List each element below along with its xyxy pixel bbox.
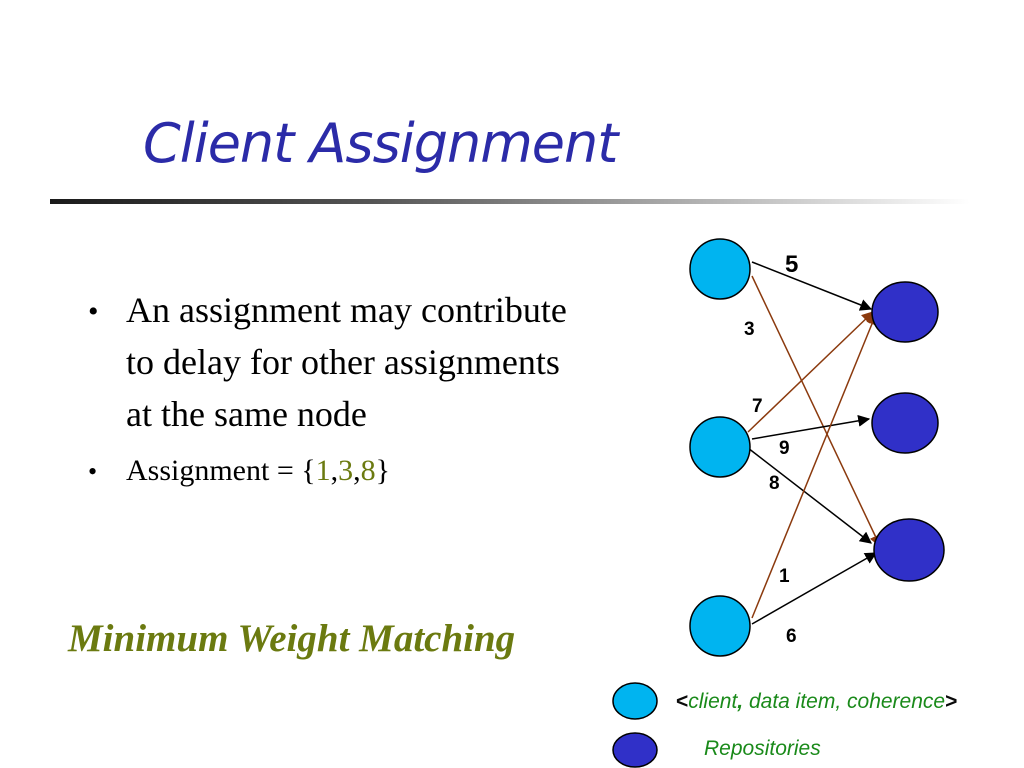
edge-label-9: 9 (779, 438, 790, 459)
repository-node-3 (873, 518, 945, 582)
edge-label-1: 1 (779, 566, 790, 587)
legend-comma: , (737, 690, 744, 713)
legend-repositories-label: Repositories (704, 737, 821, 760)
legend-client-word: client (688, 690, 738, 713)
bullet-item-delay: An assignment may contribute to delay fo… (88, 284, 586, 440)
legend-close-bracket: > (945, 690, 958, 713)
legend-client-label: <client, data item, coherence> (676, 690, 957, 714)
edge-label-6: 6 (786, 626, 797, 647)
client-node-2 (689, 416, 751, 478)
edge-label-8: 8 (769, 473, 780, 494)
page-title: Client Assignment (143, 112, 618, 175)
edge-c3-r3 (751, 552, 878, 625)
edge-c1-r1 (751, 261, 873, 311)
assignment-prefix: Assignment = { (126, 454, 316, 487)
legend-open-bracket: < (676, 690, 689, 713)
client-node-3 (689, 595, 751, 657)
edge-label-7: 7 (752, 396, 763, 417)
repository-node-1 (871, 281, 939, 343)
bullet-list: An assignment may contribute to delay fo… (88, 284, 608, 493)
legend-client-rest: data item, coherence (743, 690, 946, 713)
assignment-separator-2: , (353, 454, 361, 487)
subtitle-minimum-weight-matching: Minimum Weight Matching (68, 617, 516, 660)
edge-c3-r1 (751, 312, 878, 619)
assignment-suffix: } (375, 454, 391, 487)
edge-label-3: 3 (744, 319, 755, 340)
bullet-text-delay: An assignment may contribute to delay fo… (126, 290, 567, 434)
assignment-value-1: 1 (315, 454, 331, 487)
edge-c1-r3 (751, 275, 881, 548)
assignment-value-3: 8 (360, 454, 376, 487)
legend-client-swatch (612, 682, 658, 720)
title-divider (50, 199, 970, 204)
edge-label-5: 5 (785, 251, 798, 278)
bullet-item-assignment: Assignment = {1,3,8} (88, 450, 608, 493)
assignment-separator-1: , (330, 454, 339, 487)
edge-c2-r2 (751, 414, 871, 440)
assignment-value-2: 3 (338, 454, 354, 487)
client-node-1 (689, 238, 751, 300)
edge-c2-r1 (747, 311, 874, 433)
legend-repository-swatch (612, 732, 658, 768)
edge-c2-r3 (747, 447, 872, 544)
repository-node-2 (871, 392, 939, 454)
